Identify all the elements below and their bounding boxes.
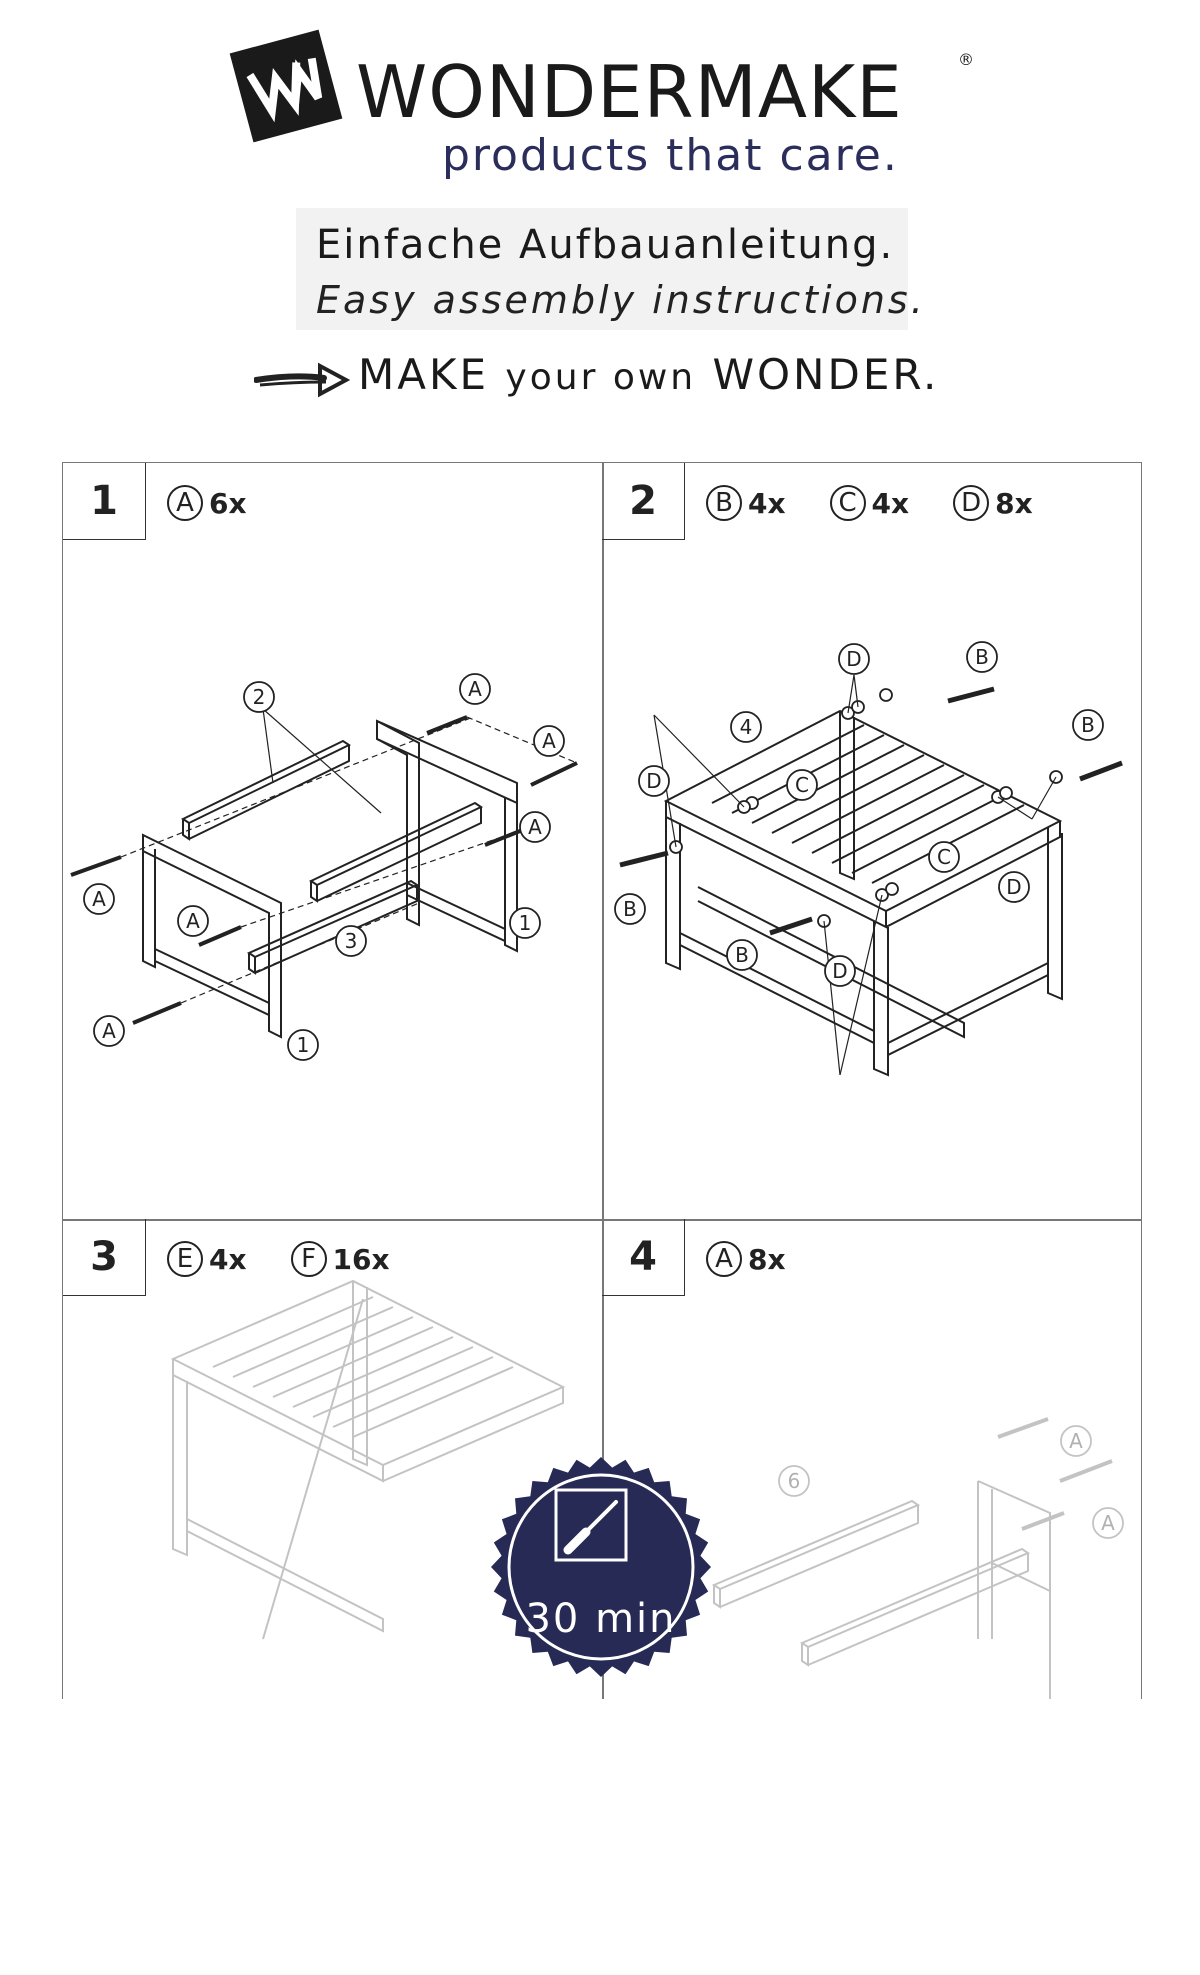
diagram-label: A xyxy=(1101,1511,1115,1535)
slogan-make: MAKE xyxy=(358,350,490,399)
diagram-label: B xyxy=(735,943,749,967)
grid-divider-horizontal xyxy=(63,1219,1141,1221)
slogan-wonder: WONDER. xyxy=(712,350,940,399)
instructions-title-german: Einfache Aufbauanleitung. xyxy=(316,222,895,268)
diagram-label: B xyxy=(1081,713,1095,737)
diagram-label: A xyxy=(542,729,556,753)
brush-arrow-icon xyxy=(254,362,350,398)
part-letter-badge: A xyxy=(706,1241,742,1277)
part-item: A 8x xyxy=(706,1241,786,1277)
diagram-label: 2 xyxy=(253,685,266,709)
part-item: C 4x xyxy=(829,485,910,521)
brand-header: WONDERMAKE ® products that care. xyxy=(226,26,986,181)
step-3-panel: 3 E 4x F 16x xyxy=(63,1219,602,1975)
diagram-label: 1 xyxy=(519,911,532,935)
registered-mark: ® xyxy=(958,50,974,69)
diagram-label: D xyxy=(1006,875,1021,899)
step-4-diagram: 6 A A xyxy=(711,1417,1124,1699)
parts-list: E 4x F 16x xyxy=(167,1241,390,1277)
diagram-label: D xyxy=(646,769,661,793)
part-quantity: 4x xyxy=(871,486,910,520)
diagram-label: A xyxy=(1069,1429,1083,1453)
diagram-label: B xyxy=(623,897,637,921)
part-letter-badge: D xyxy=(953,485,990,521)
step-number: 3 xyxy=(63,1219,146,1296)
slogan-your-own: your own xyxy=(505,357,697,398)
diagram-label: A xyxy=(92,887,106,911)
parts-list: B 4x C 4x D 8x xyxy=(706,485,1033,521)
diagram-label: 3 xyxy=(345,929,358,953)
part-item: A 6x xyxy=(167,485,247,521)
step-3-diagram xyxy=(170,1279,566,1640)
diagram-label: C xyxy=(937,845,951,869)
diagram-label: A xyxy=(102,1019,116,1043)
assembly-time-text: 30 min xyxy=(525,1596,677,1642)
slogan-text: MAKE your own WONDER. xyxy=(358,350,939,399)
assembly-time-badge: 30 min xyxy=(490,1456,712,1678)
screwdriver-icon xyxy=(554,1488,628,1562)
part-quantity: 8x xyxy=(748,1242,786,1276)
diagram-label: D xyxy=(832,959,847,983)
diagram-label: 1 xyxy=(297,1033,310,1057)
part-letter-badge: F xyxy=(290,1241,327,1277)
wm-logo-icon xyxy=(229,29,343,143)
steps-grid: A A A A A A 2 3 1 1 1 A 6x xyxy=(62,462,1142,1699)
part-quantity: 4x xyxy=(748,486,786,520)
instructions-title-box: Einfache Aufbauanleitung. Easy assembly … xyxy=(296,208,923,330)
instructions-title-english: Easy assembly instructions. xyxy=(316,278,926,322)
step-number: 2 xyxy=(602,463,685,540)
step-2-panel: D B 4 B D C C B D B D 2 B 4x C 4x xyxy=(602,463,1141,1219)
diagram-label: A xyxy=(528,815,542,839)
part-item: E 4x xyxy=(167,1241,247,1277)
diagram-label: A xyxy=(186,909,200,933)
part-item: B 4x xyxy=(706,485,786,521)
brand-tagline: products that care. xyxy=(442,130,899,181)
brand-name: WONDERMAKE xyxy=(356,50,903,134)
part-quantity: 8x xyxy=(995,486,1033,520)
step-4-panel: 6 A A 4 A 8x xyxy=(602,1219,1141,1975)
diagram-label: B xyxy=(975,645,989,669)
step-number: 4 xyxy=(602,1219,685,1296)
step-1-panel: A A A A A A 2 3 1 1 1 A 6x xyxy=(63,463,602,1219)
part-item: D 8x xyxy=(953,485,1033,521)
parts-list: A 8x xyxy=(706,1241,786,1277)
part-quantity: 4x xyxy=(209,1242,247,1276)
step-2-diagram: D B 4 B D C C B D B D xyxy=(614,641,1123,1077)
diagram-label: 6 xyxy=(788,1469,801,1493)
diagram-label: A xyxy=(468,677,482,701)
diagram-label: 4 xyxy=(740,715,753,739)
part-letter-badge: C xyxy=(829,485,866,521)
slogan: MAKE your own WONDER. xyxy=(254,350,974,410)
part-quantity: 6x xyxy=(209,486,247,520)
grid-divider-vertical xyxy=(602,463,604,1699)
parts-list: A 6x xyxy=(167,485,247,521)
part-letter-badge: E xyxy=(167,1241,203,1277)
step-number: 1 xyxy=(63,463,146,540)
step-1-diagram: A A A A A A 2 3 1 1 xyxy=(70,673,578,1061)
part-quantity: 16x xyxy=(332,1242,390,1276)
badge-seal-shape xyxy=(491,1457,711,1677)
part-letter-badge: B xyxy=(706,485,742,521)
diagram-label: D xyxy=(846,647,861,671)
part-item: F 16x xyxy=(290,1241,390,1277)
part-letter-badge: A xyxy=(167,485,203,521)
diagram-label: C xyxy=(795,773,809,797)
